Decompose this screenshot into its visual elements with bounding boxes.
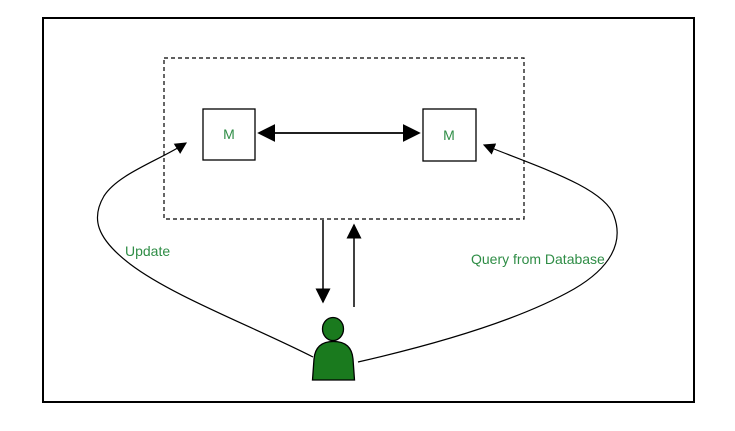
model-box-left-label: M — [223, 126, 235, 142]
model-box-left-rect — [202, 108, 256, 161]
person-icon — [311, 316, 356, 381]
person-head — [321, 316, 345, 342]
model-box-right-label: M — [443, 127, 455, 143]
person-body — [311, 340, 356, 381]
update-curve-arrow — [96, 142, 314, 358]
system-boundary-dashed-box — [163, 57, 525, 220]
model-box-right: M — [422, 108, 477, 162]
outer-frame — [42, 17, 695, 403]
query-from-database-label: Query from Database — [471, 251, 605, 267]
query-curve-arrow — [357, 143, 618, 363]
model-box-right-rect — [422, 108, 477, 162]
update-label: Update — [125, 243, 170, 259]
model-box-left: M — [202, 108, 256, 161]
